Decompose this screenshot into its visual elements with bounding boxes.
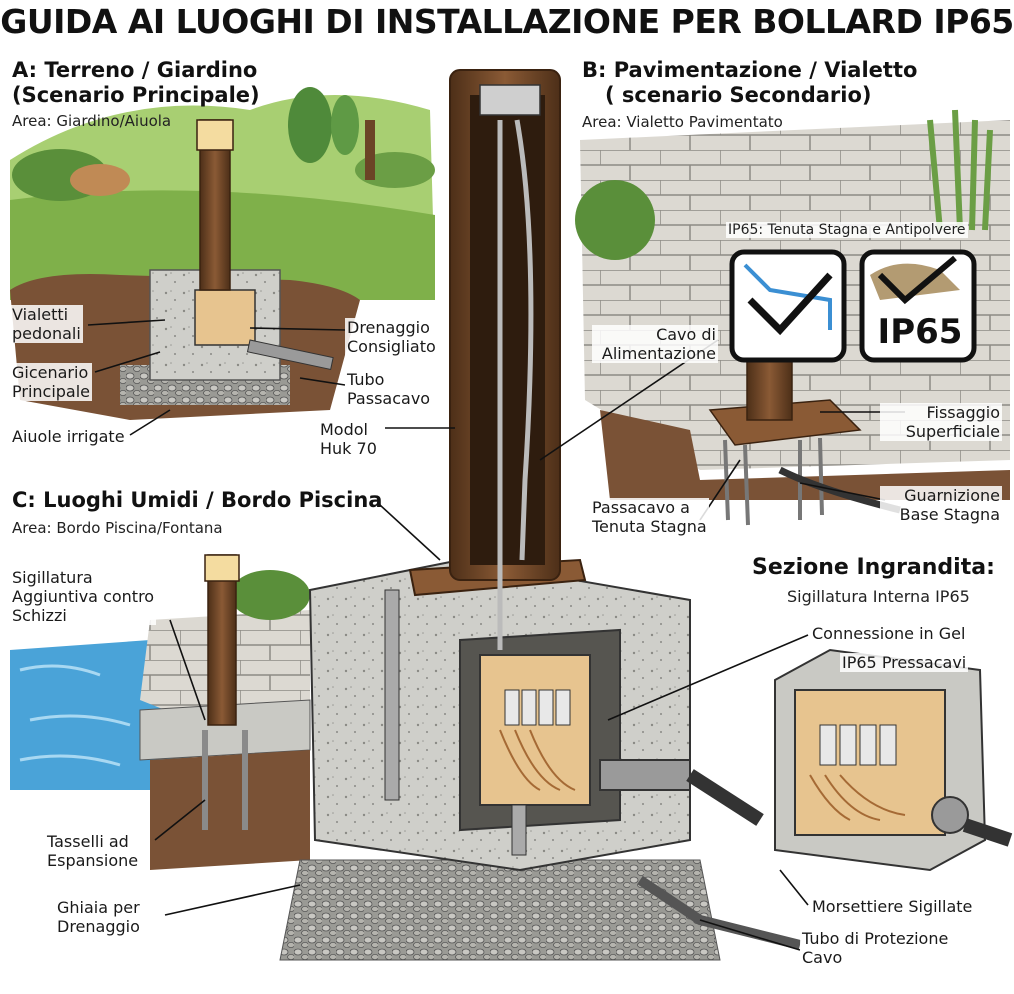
label-vialetti-pedonali: Vialetti pedonali (10, 305, 83, 343)
ip65-badge-text: IP65 (877, 312, 963, 352)
section-b-heading: B: Pavimentazione / Vialetto (582, 58, 918, 82)
garden-scene (10, 87, 435, 420)
label-tubo-protezione: Tubo di Protezione Cavo (800, 929, 951, 967)
label-connessione-gel: Connessione in Gel (810, 624, 968, 643)
zoom-subheading: Sigillatura Interna IP65 (787, 587, 970, 606)
section-a-heading: A: Terreno / Giardino (12, 58, 258, 82)
label-passacavo-tenuta: Passacavo a Tenuta Stagna (590, 498, 709, 536)
section-b-area: Area: Vialetto Pavimentato (582, 113, 783, 131)
label-fissaggio-superficiale: Fissaggio Superficiale (880, 403, 1002, 441)
label-ip65-pressacavi: IP65 Pressacavi (840, 653, 969, 672)
label-guarnizione-base: Guarnizione Base Stagna (880, 486, 1002, 524)
section-c-heading: C: Luoghi Umidi / Bordo Piscina (12, 488, 383, 512)
section-b-subheading: ( scenario Secondario) (605, 83, 872, 107)
label-aiuole-irrigate: Aiuole irrigate (10, 427, 127, 446)
label-ghiaia-drenaggio: Ghiaia per Drenaggio (55, 898, 142, 936)
label-tubo-passacavo: Tubo Passacavo (345, 370, 433, 408)
page-title: GUIDA AI LUOGHI DI INSTALLAZIONE PER BOL… (0, 2, 1014, 41)
label-model: Modol Huk 70 (318, 420, 379, 458)
center-cutaway (279, 69, 802, 961)
zoom-junction-box (774, 648, 1013, 872)
leader-lines (87, 319, 905, 951)
label-sigillatura-schizzi: Sigillatura Aggiuntiva contro Schizzi (10, 568, 157, 625)
ip65-caption: IP65: Tenuta Stagna e Antipolvere (726, 222, 968, 238)
paving-scene (575, 109, 1010, 526)
section-a-subheading: (Scenario Principale) (12, 83, 260, 107)
section-c-area: Area: Bordo Piscina/Fontana (12, 519, 223, 537)
label-cavo-alimentazione: Cavo di Alimentazione (592, 325, 718, 363)
label-tasselli-espansione: Tasselli ad Espansione (45, 832, 141, 870)
pool-scene (10, 554, 311, 870)
zoom-heading: Sezione Ingrandita: (752, 555, 995, 580)
label-gicenario-principale: Gicenario Principale (10, 363, 93, 401)
label-morsettiere-sigillate: Morsettiere Sigillate (810, 897, 975, 916)
section-a-area: Area: Giardino/Aiuola (12, 112, 172, 130)
label-drenaggio-consigliato: Drenaggio Consigliato (345, 318, 438, 356)
